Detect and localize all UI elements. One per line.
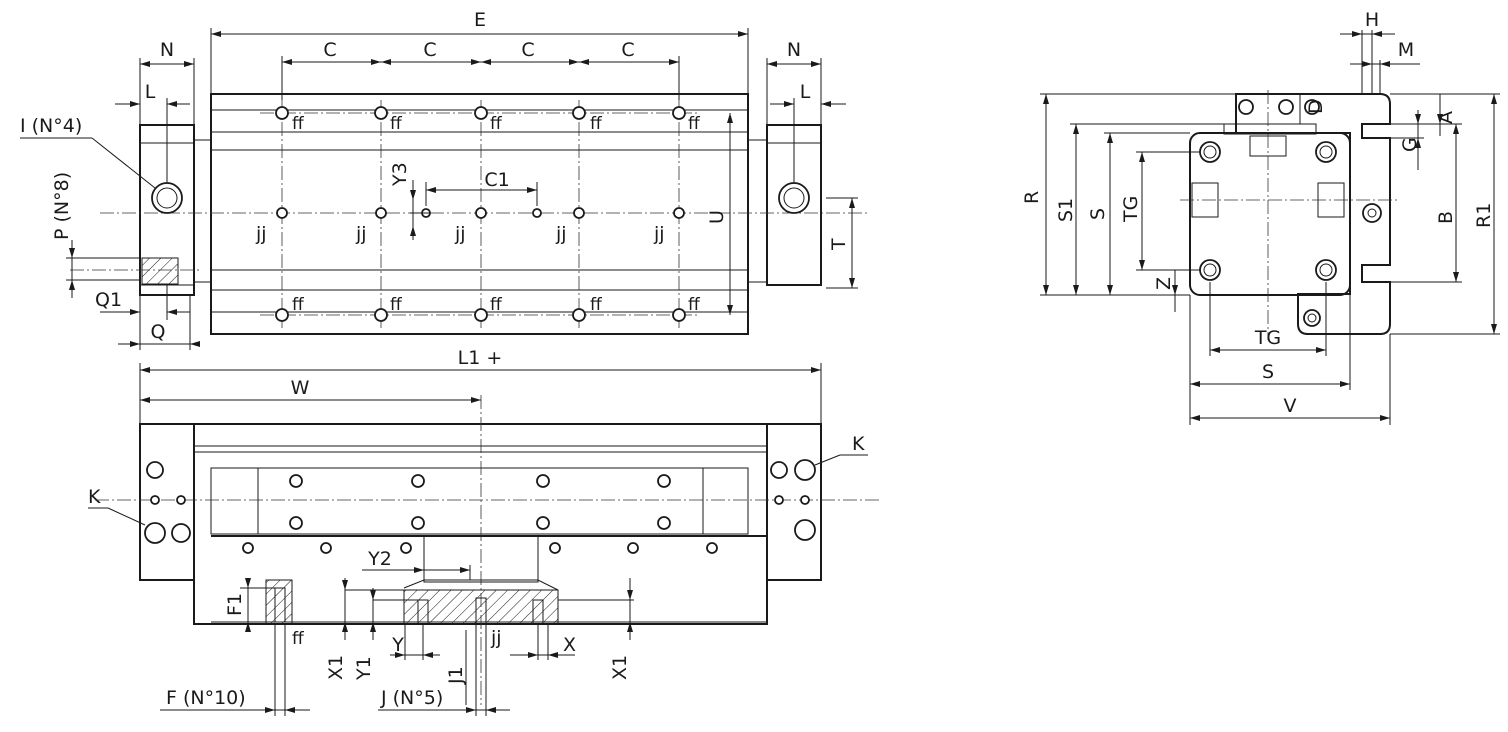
label-L1: L1 + [458,347,503,369]
top-row-holes [275,106,686,322]
label-Y2: Y2 [367,548,392,570]
label-C-1: C [323,39,336,61]
end-view [1040,30,1500,425]
label-ff-9: ff [590,295,603,315]
threaded-hole-section [141,257,179,285]
label-P: P (N°8) [51,172,73,240]
label-Y3: Y3 [389,162,411,187]
end-view-bracket [1235,93,1391,335]
label-A: A [1435,111,1457,124]
label-G: G [1399,137,1421,152]
label-S-vertical: S [1087,208,1109,220]
section-cut-ff [265,579,293,625]
label-jj-side: jj [490,627,502,649]
label-C-2: C [423,39,436,61]
label-ff-5: ff [688,114,701,134]
label-TG-horizontal: TG [1254,327,1281,349]
label-Y1: Y1 [353,656,375,681]
label-C1: C1 [484,169,509,191]
label-ff-8: ff [490,295,503,315]
label-X1-left: X1 [325,655,347,680]
label-jj-1: jj [255,223,267,245]
label-jj-3: jj [454,223,466,245]
label-jj-4: jj [555,223,567,245]
label-M: M [1398,39,1414,61]
label-E: E [474,9,486,31]
label-TG-vertical: TG [1120,196,1142,223]
label-C-3: C [521,39,534,61]
label-ff-3: ff [490,114,503,134]
label-ff-6: ff [292,295,305,315]
label-N-left: N [160,39,174,61]
label-D: D [1305,99,1327,114]
label-S1: S1 [1055,198,1077,222]
label-jj-5: jj [653,223,665,245]
label-J1: J1 [445,666,467,685]
side-view-holes [144,459,816,554]
label-ff-2: ff [390,114,403,134]
label-I: I (N°4) [20,115,82,137]
label-S-horizontal: S [1262,361,1274,383]
label-J: J (N°5) [380,687,443,709]
label-Q: Q [151,321,166,343]
label-jj-2: jj [355,223,367,245]
label-L-left: L [145,81,156,103]
top-view [20,28,870,350]
side-left-end-block [139,423,195,581]
label-R: R [1021,191,1043,204]
side-view [88,363,880,716]
label-Q1: Q1 [95,289,122,311]
label-V: V [1284,395,1297,417]
label-Z: Z [1153,277,1175,290]
label-K-right: K [852,433,865,455]
label-C-4: C [621,39,634,61]
label-X1-right: X1 [609,655,631,680]
label-W: W [291,377,310,399]
label-F1: F1 [224,593,246,616]
label-N-right: N [787,39,801,61]
section-cut-jj [403,589,559,625]
label-F: F (N°10) [166,687,246,709]
label-ff-side: ff [292,629,305,649]
label-T: T [828,238,850,251]
label-B: B [1435,211,1457,224]
label-ff-4: ff [590,114,603,134]
label-H: H [1365,9,1379,31]
label-R1: R1 [1473,203,1495,228]
label-U: U [706,210,728,224]
label-K-left: K [88,486,101,508]
label-X: X [563,634,576,656]
label-Y: Y [391,634,404,656]
label-ff-1: ff [292,114,305,134]
side-right-end-block [766,423,822,581]
label-ff-7: ff [390,295,403,315]
dimension-labels: E C C C C N N L L I (N°4) P (N°8) Y3 C1 … [20,9,1495,709]
label-L-right: L [800,81,811,103]
label-ff-10: ff [688,295,701,315]
